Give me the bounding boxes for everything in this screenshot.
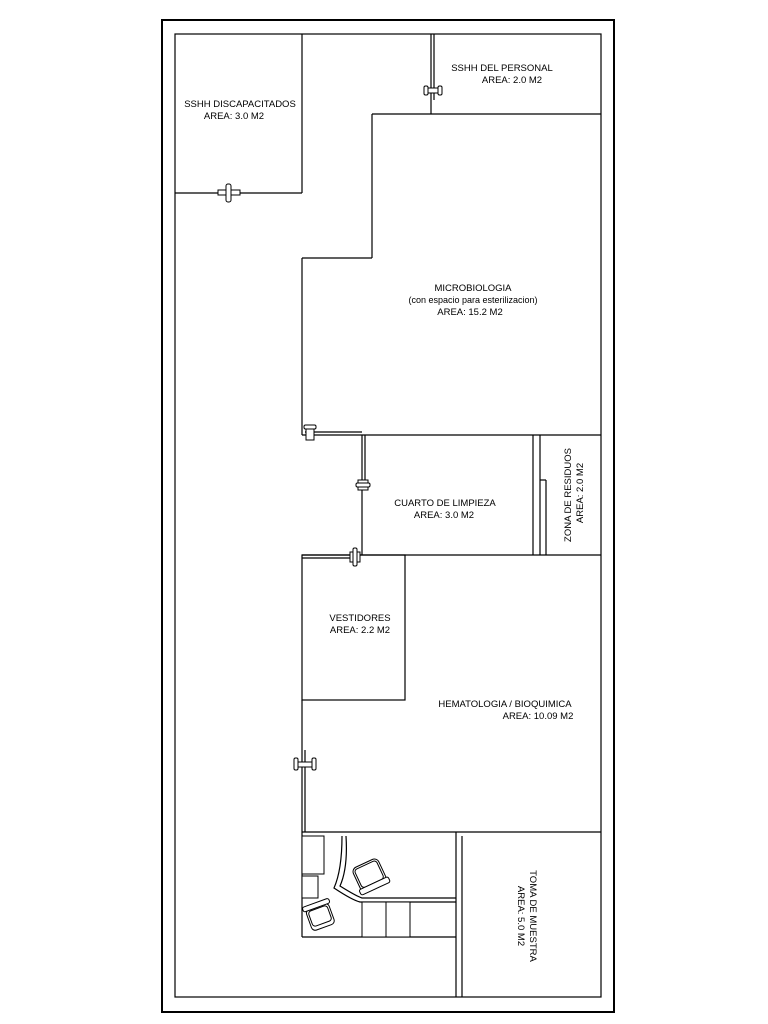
- counter-curve: [333, 835, 456, 903]
- label-sshh-personal: SSHH DEL PERSONAL: [451, 63, 553, 74]
- note-microbiologia: (con espacio para esterilizacion): [408, 295, 537, 305]
- area-microbiologia: AREA: 15.2 M2: [437, 307, 502, 318]
- wall-sshh-personal: [372, 34, 601, 115]
- area-zona-residuos: AREA: 2.0 M2: [575, 463, 586, 523]
- label-sshh-discapacitados: SSHH DISCAPACITADOS: [184, 99, 296, 110]
- cabinet-top: [301, 835, 325, 875]
- door-vestidores: [349, 547, 361, 567]
- door-cuarto-limpieza: [355, 479, 371, 491]
- wall-zona-residuos: [532, 435, 547, 555]
- desk-unit-1: [361, 901, 387, 938]
- chair-icon: [352, 858, 391, 896]
- desk-unit-2: [385, 901, 411, 938]
- wall-microbiologia: [301, 114, 601, 436]
- label-zona-residuos: ZONA DE RESIDUOS: [563, 448, 574, 542]
- area-sshh-discapacitados: AREA: 3.0 M2: [204, 111, 264, 122]
- label-cuarto-limpieza: CUARTO DE LIMPIEZA: [394, 498, 496, 509]
- door-hematologia: [293, 757, 317, 771]
- area-vestidores: AREA: 2.2 M2: [330, 625, 390, 636]
- wall-cuarto-limpieza: [302, 435, 601, 559]
- door-microbiologia: [303, 424, 317, 441]
- label-toma-muestra: TOMA DE MUESTRA: [527, 870, 538, 962]
- area-sshh-personal: AREA: 2.0 M2: [482, 75, 542, 86]
- label-vestidores: VESTIDORES: [329, 613, 390, 624]
- reception-furniture: [301, 835, 456, 938]
- building-outline: [174, 33, 602, 998]
- area-hematologia: AREA: 10.09 M2: [503, 711, 574, 722]
- sheet-frame: [161, 19, 615, 1013]
- cabinet-small: [301, 875, 319, 899]
- door-sshh-discapacitados: [217, 183, 241, 203]
- area-toma-muestra: AREA: 5.0 M2: [515, 886, 526, 946]
- label-microbiologia: MICROBIOLOGIA: [434, 283, 512, 294]
- toma-muestra-label-group: TOMA DE MUESTRA AREA: 5.0 M2: [515, 870, 538, 962]
- label-hematologia: HEMATOLOGIA / BIOQUIMICA: [438, 699, 572, 710]
- door-sshh-personal: [423, 85, 443, 96]
- zona-residuos-label-group: ZONA DE RESIDUOS AREA: 2.0 M2: [563, 448, 586, 542]
- area-cuarto-limpieza: AREA: 3.0 M2: [414, 510, 474, 521]
- chair-icon: [302, 898, 335, 931]
